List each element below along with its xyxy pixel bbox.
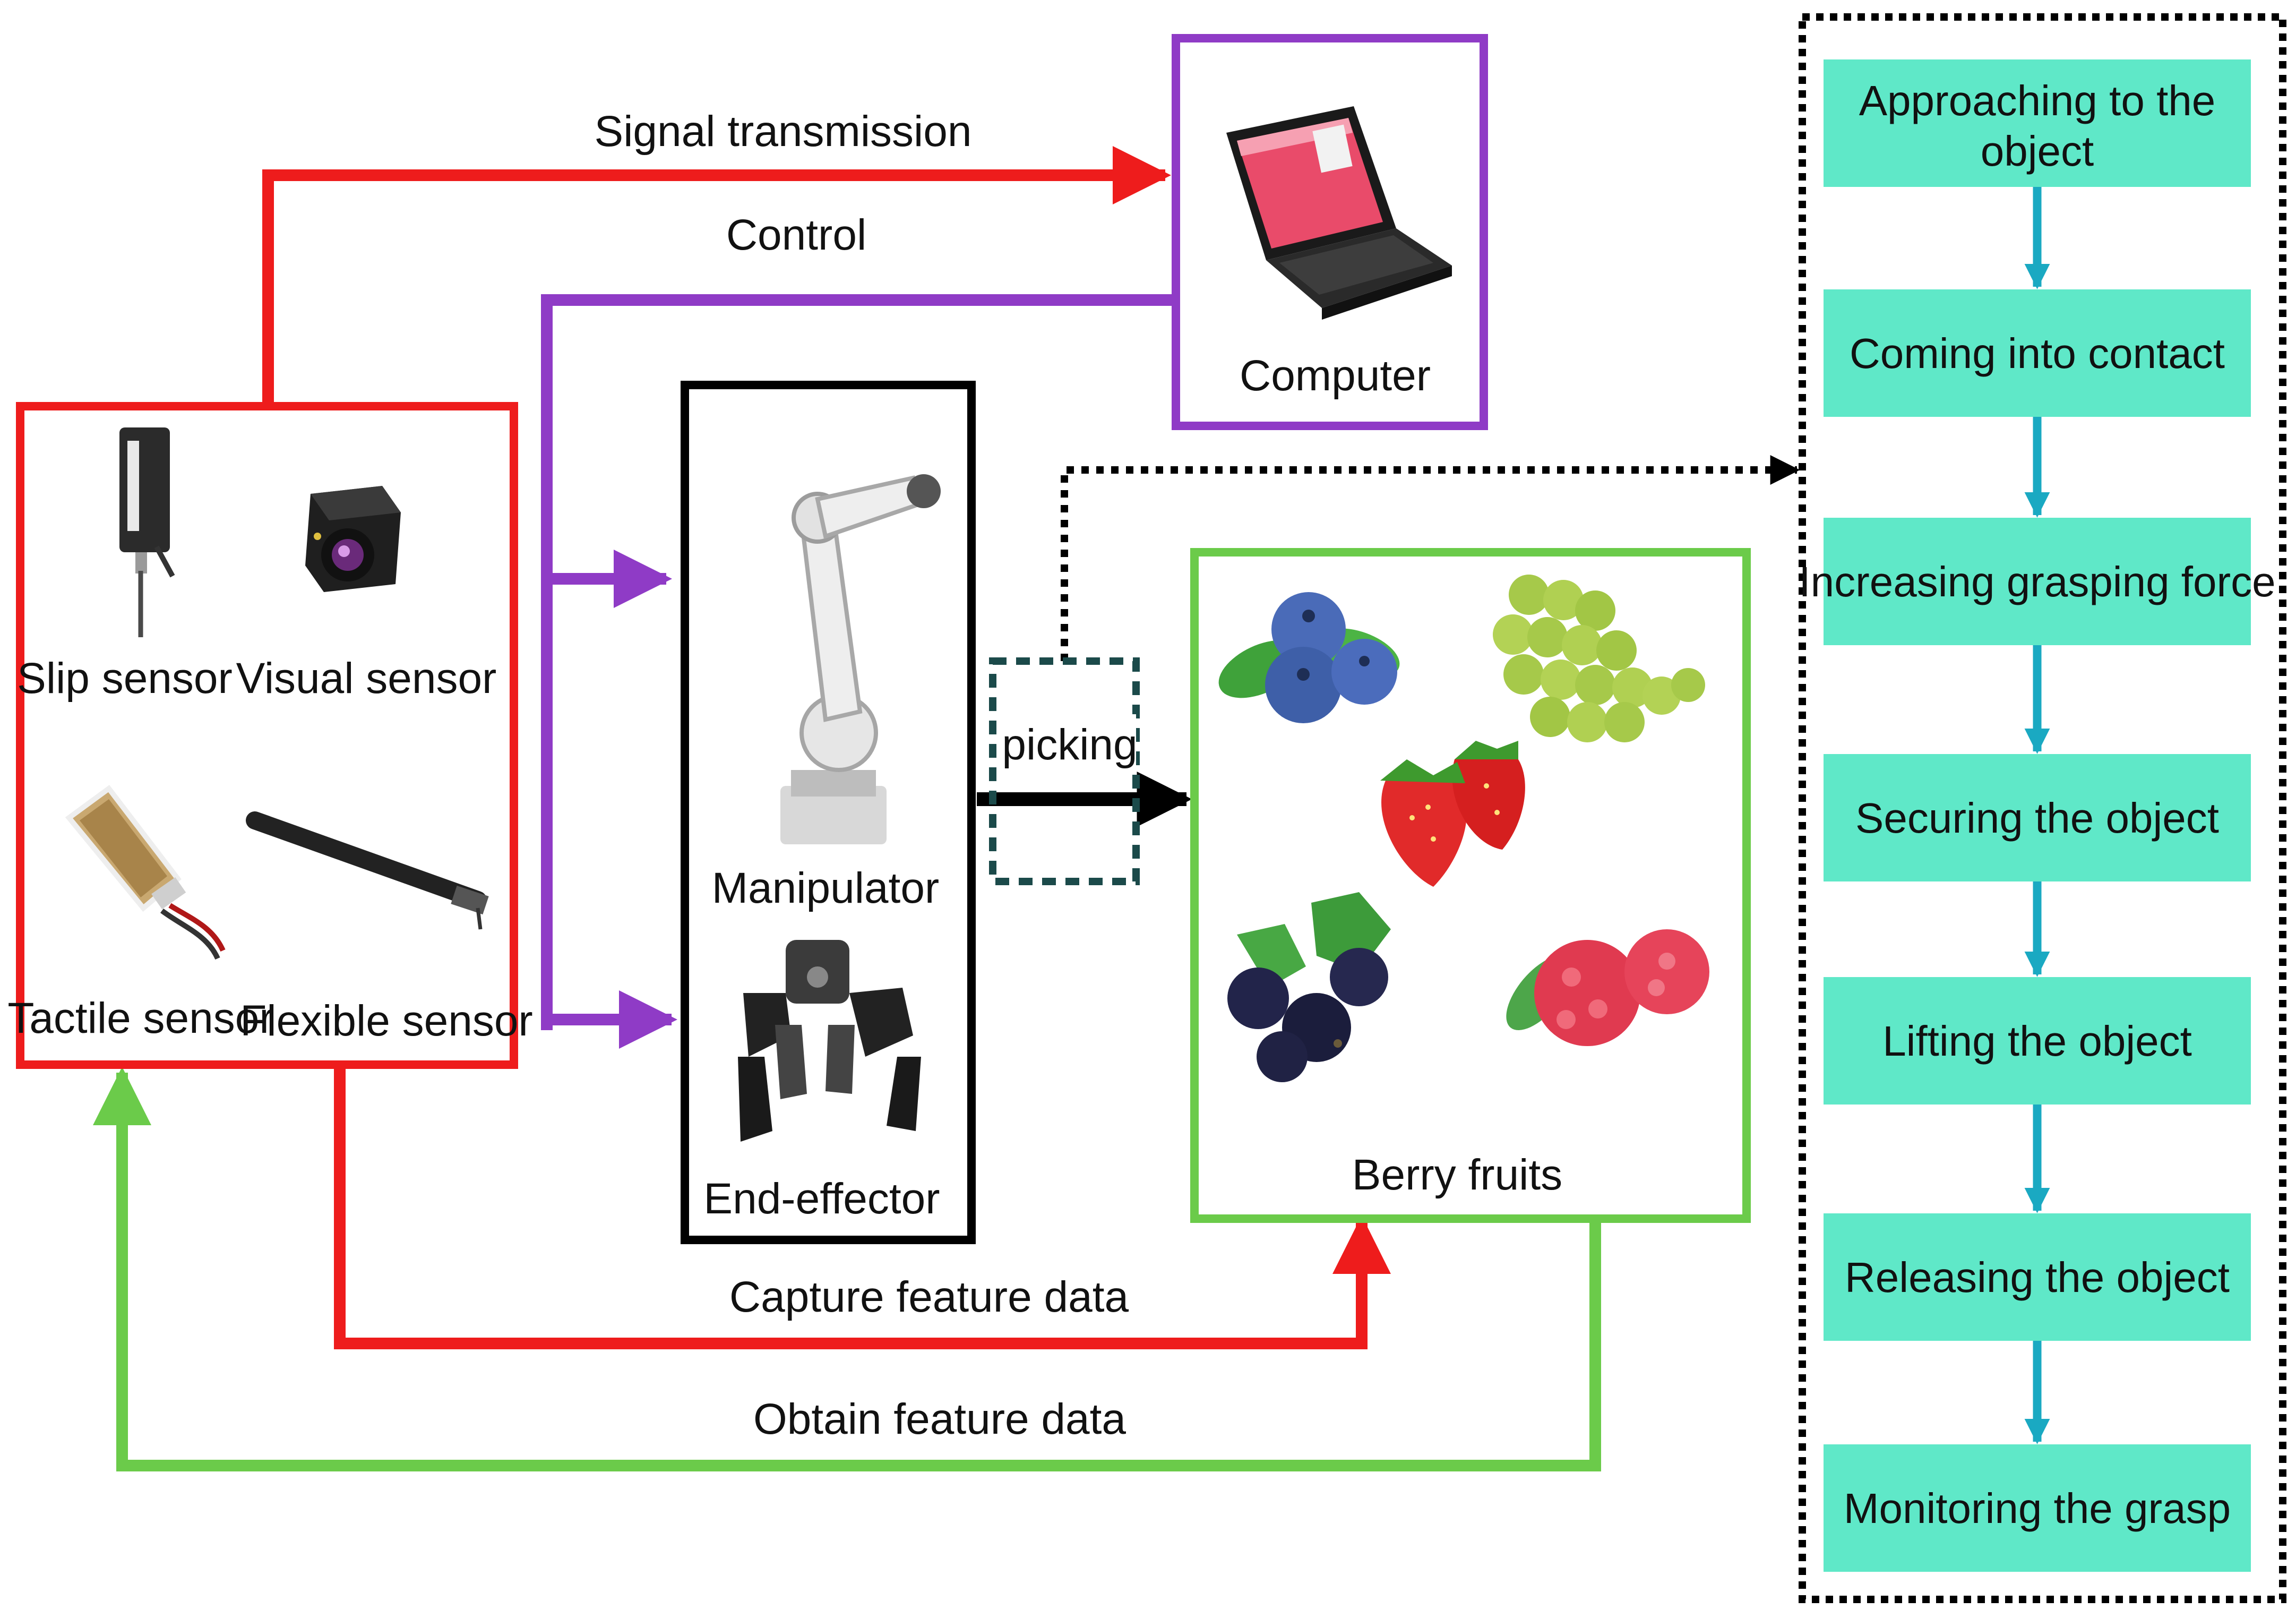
berry-fruits-box: Berry fruits bbox=[1190, 548, 1751, 1223]
grasp-step-box: Coming into contact bbox=[1824, 289, 2251, 417]
tactile-sensor-icon bbox=[65, 785, 226, 960]
manipulator-icon bbox=[780, 474, 941, 844]
laptop-icon bbox=[1226, 106, 1452, 320]
flexible-sensor-icon bbox=[246, 811, 489, 930]
grapes-icon bbox=[1493, 575, 1705, 742]
robot-box: Manipulator End-effector bbox=[681, 381, 976, 1244]
raspberries-icon bbox=[1506, 929, 1709, 1046]
slip-sensor-icon bbox=[119, 427, 175, 637]
blackcurrants-icon bbox=[1227, 892, 1391, 1082]
computer-box: Computer bbox=[1172, 34, 1488, 430]
control-line bbox=[541, 294, 1176, 1030]
grasp-step-background bbox=[1824, 518, 2251, 645]
grasp-step-box: Releasing the object bbox=[1824, 1213, 2251, 1341]
computer-label: Computer bbox=[1240, 352, 1431, 400]
strawberries-icon bbox=[1380, 741, 1525, 887]
picking-label: picking bbox=[1002, 721, 1137, 769]
grasp-step-background bbox=[1824, 1213, 2251, 1341]
grasp-step-background bbox=[1824, 1444, 2251, 1572]
berry-fruits-label: Berry fruits bbox=[1352, 1151, 1562, 1199]
capture-feature-data-label: Capture feature data bbox=[729, 1273, 1129, 1321]
grasp-step-box: Increasing grasping force bbox=[1799, 518, 2276, 645]
grasp-step-box: Lifting the object bbox=[1824, 977, 2251, 1105]
visual-sensor-label: Visual sensor bbox=[236, 654, 497, 703]
end-effector-icon bbox=[738, 940, 921, 1142]
tactile-sensor-label: Tactile sensor bbox=[7, 994, 273, 1042]
slip-sensor-label: Slip sensor bbox=[17, 654, 233, 703]
grasp-step-label: Securing the object bbox=[1855, 794, 2219, 842]
grasp-step-label-line1: Approaching to the bbox=[1859, 77, 2216, 124]
grasp-step-box: Securing the object bbox=[1824, 754, 2251, 881]
sensors-box: Slip sensor Visual sensor Tactile sensor… bbox=[7, 402, 533, 1069]
flexible-sensor-label: Flexible sensor bbox=[240, 997, 532, 1045]
signal-transmission-arrow bbox=[262, 146, 1171, 406]
grasp-step-label-line2: object bbox=[1981, 127, 2094, 175]
manipulator-label: Manipulator bbox=[712, 864, 939, 912]
grasp-step-label: Monitoring the grasp bbox=[1844, 1485, 2231, 1532]
grasp-step-label: Coming into contact bbox=[1850, 330, 2225, 377]
grasp-step-background bbox=[1824, 59, 2251, 187]
capture-feature-data-arrow bbox=[334, 1065, 1391, 1349]
signal-transmission-label: Signal transmission bbox=[595, 107, 972, 156]
picking-dotted-box bbox=[989, 657, 1140, 885]
picking-label-bg bbox=[1003, 714, 1136, 773]
grasp-step-background bbox=[1824, 289, 2251, 417]
grasp-step-label: Lifting the object bbox=[1882, 1017, 2192, 1065]
picking-to-steps-dotted-arrow bbox=[1061, 455, 1800, 661]
blueberries-icon bbox=[1218, 592, 1400, 723]
grasp-step-box: Monitoring the grasp bbox=[1824, 1444, 2251, 1572]
grasp-step-background bbox=[1824, 754, 2251, 881]
grasp-step-label: Releasing the object bbox=[1845, 1254, 2230, 1301]
obtain-feature-data-arrow bbox=[93, 1067, 1601, 1471]
grasp-step-background bbox=[1824, 977, 2251, 1105]
visual-sensor-icon bbox=[305, 486, 401, 592]
obtain-feature-data-label: Obtain feature data bbox=[753, 1395, 1126, 1443]
control-label: Control bbox=[726, 211, 866, 259]
grasp-step-label: Increasing grasping force bbox=[1799, 558, 2275, 605]
end-effector-label: End-effector bbox=[703, 1175, 940, 1223]
